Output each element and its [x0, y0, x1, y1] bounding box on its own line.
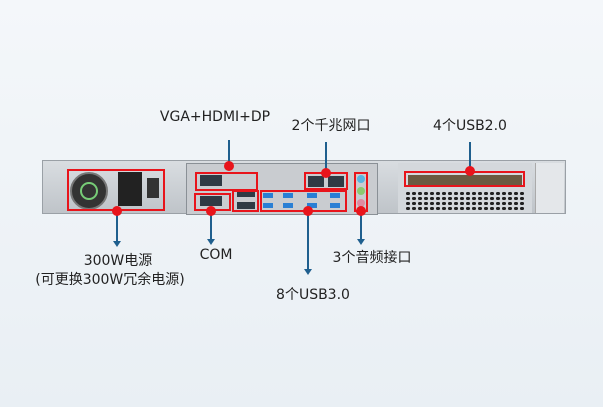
lan-marker — [321, 168, 331, 178]
usb3-port — [283, 203, 293, 208]
usb3-leader-line — [307, 211, 309, 269]
label-usb3: 8个USB3.0 — [276, 287, 350, 303]
audio-arrow-icon — [357, 239, 365, 245]
usb3-port — [307, 203, 317, 208]
label-audio: 3个音频接口 — [332, 250, 412, 266]
psu-fan-icon — [70, 172, 108, 210]
audio-leader-line — [360, 211, 362, 239]
usb3-marker — [303, 206, 313, 216]
vga-leader-line — [228, 140, 230, 166]
com-arrow-icon — [207, 239, 215, 245]
audio-line-in — [357, 175, 365, 183]
chassis-end-cap — [535, 163, 564, 213]
usb3-port — [330, 203, 340, 208]
label-psu: 300W电源 — [83, 253, 153, 269]
usb3-port — [330, 193, 340, 198]
hdmi-dp-highlight — [232, 190, 259, 212]
usb2-highlight — [404, 171, 525, 187]
audio-marker — [356, 206, 366, 216]
usb3-port — [263, 203, 273, 208]
power-inlet — [118, 172, 142, 206]
label-psu-note: (可更换300W冗余电源) — [35, 272, 185, 288]
psu-leader-line — [116, 211, 118, 241]
label-vga-hdmi-dp: VGA+HDMI+DP — [159, 109, 271, 125]
audio-line-out — [357, 187, 365, 195]
label-usb2: 4个USB2.0 — [433, 118, 507, 134]
usb3-arrow-icon — [304, 269, 312, 275]
audio-mic — [357, 199, 365, 207]
psu-marker — [112, 206, 122, 216]
label-lan: 2个千兆网口 — [291, 118, 371, 134]
lan-leader-line — [325, 142, 327, 173]
vga-highlight — [195, 172, 258, 191]
usb3-port — [307, 193, 317, 198]
hdmi-port — [237, 202, 255, 209]
vga-port — [200, 175, 222, 186]
power-switch — [147, 178, 159, 198]
usb3-port — [263, 193, 273, 198]
label-com: COM — [199, 247, 233, 263]
vga-marker — [224, 161, 234, 171]
psu-arrow-icon — [113, 241, 121, 247]
usb3-port — [283, 193, 293, 198]
lan-port-2 — [328, 176, 344, 187]
usb2-leader-line — [469, 142, 471, 171]
usb2-bracket — [408, 175, 522, 185]
dp-port — [237, 190, 255, 197]
usb2-marker — [465, 166, 475, 176]
com-marker — [206, 206, 216, 216]
vent-grille — [405, 191, 525, 211]
psu-highlight — [67, 169, 165, 211]
com-leader-line — [210, 211, 212, 239]
lan-port-1 — [308, 176, 324, 187]
com-port — [200, 196, 222, 206]
